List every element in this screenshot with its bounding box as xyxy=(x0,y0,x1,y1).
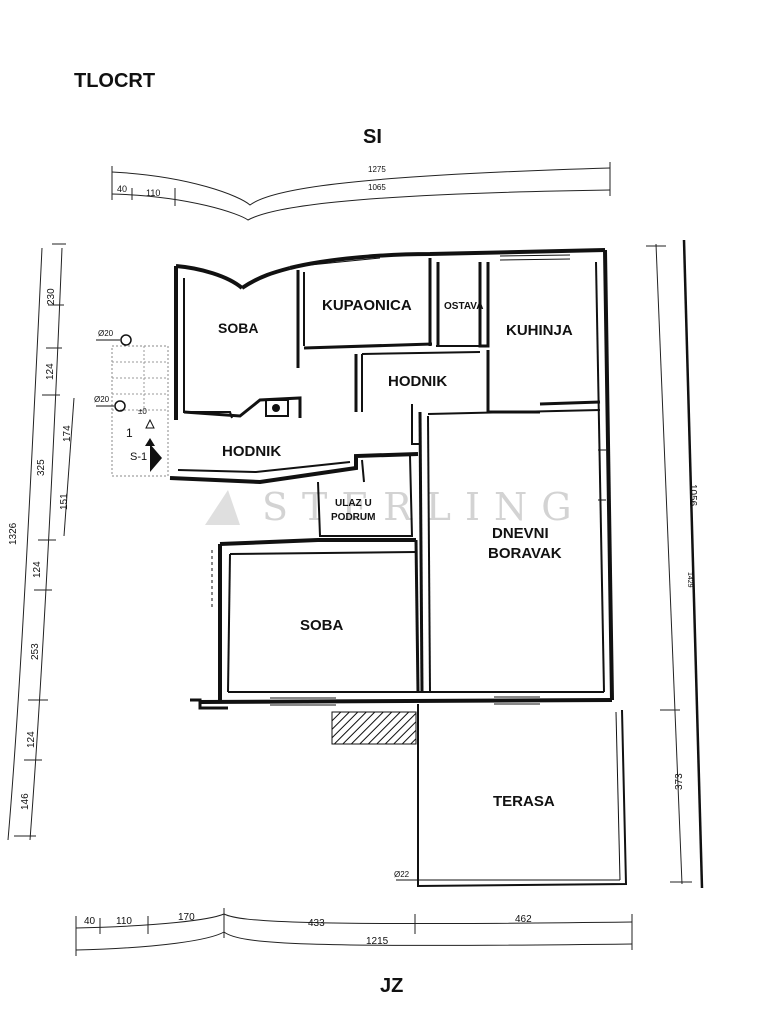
terrace xyxy=(331,704,628,888)
room-label-ulaz-line1: ULAZ U xyxy=(335,498,372,509)
room-label-terasa: TERASA xyxy=(493,793,555,810)
room-label-ulaz-line2: PODRUM xyxy=(331,512,375,523)
dim-left-124a: 124 xyxy=(45,363,56,380)
chimney-fixture xyxy=(265,399,289,417)
dim-top-1275: 1275 xyxy=(368,165,386,174)
dim-right-1429: 1429 xyxy=(686,572,693,588)
orientation-top: SI xyxy=(363,126,382,148)
dim-top-40: 40 xyxy=(117,184,127,194)
pipe-mark-1: Ø20 xyxy=(98,329,114,338)
dim-bottom-462: 462 xyxy=(515,914,532,925)
dim-right-373: 373 xyxy=(674,773,685,790)
dim-left-174: 174 xyxy=(62,425,73,442)
orientation-bottom: JZ xyxy=(380,975,403,997)
right-dimension-lines xyxy=(646,239,704,889)
dim-bottom-40: 40 xyxy=(84,916,96,927)
interior-walls xyxy=(183,258,601,693)
room-label-dnevni-line1: DNEVNI xyxy=(492,525,549,542)
bottom-dimension-lines xyxy=(75,908,633,956)
plan-title: TLOCRT xyxy=(74,70,155,92)
watermark-text: STERLING xyxy=(262,485,586,529)
dim-bottom-110: 110 xyxy=(116,916,132,927)
dim-bottom-170: 170 xyxy=(178,912,195,923)
top-dimension-lines xyxy=(111,162,611,221)
dim-left-253: 253 xyxy=(30,643,41,660)
dim-left-124c: 124 xyxy=(26,731,37,748)
dim-top-110: 110 xyxy=(146,188,160,198)
dim-left-230: 230 xyxy=(46,288,57,305)
left-dimension-labels: 230 124 325 174 151 124 253 124 146 1326 xyxy=(8,288,73,810)
dim-left-325: 325 xyxy=(36,459,47,476)
room-label-hodnik-upper: HODNIK xyxy=(388,373,447,390)
downspouts xyxy=(96,334,418,881)
exterior-walls xyxy=(169,248,614,710)
dim-top-1065: 1065 xyxy=(368,183,386,192)
windows xyxy=(211,254,606,706)
bottom-dimension-labels: 40 110 170 433 462 1215 xyxy=(84,912,532,947)
pipe-mark-3: Ø22 xyxy=(394,870,410,879)
dim-bottom-433: 433 xyxy=(308,918,325,929)
room-label-ostava: OSTAVA xyxy=(444,301,483,312)
dim-left-151: 151 xyxy=(59,493,70,510)
entrance-stairs xyxy=(111,345,169,477)
dim-bottom-1215: 1215 xyxy=(366,936,389,947)
room-label-kupaonica: KUPAONICA xyxy=(322,297,412,314)
room-label-hodnik-left: HODNIK xyxy=(222,443,281,460)
pipe-mark-2: Ø20 xyxy=(94,395,110,404)
level-mark: ±0 xyxy=(138,407,147,416)
stair-number: 1 xyxy=(126,426,133,440)
watermark: STERLING xyxy=(205,485,586,529)
room-labels: SOBA KUPAONICA OSTAVA KUHINJA HODNIK HOD… xyxy=(218,297,573,810)
room-label-soba-bottom: SOBA xyxy=(300,617,344,634)
section-mark: S-1 xyxy=(130,451,147,463)
dim-left-1326: 1326 xyxy=(8,522,19,545)
left-dimension-lines xyxy=(7,243,75,841)
dim-left-146: 146 xyxy=(20,793,31,810)
room-label-kuhinja: KUHINJA xyxy=(506,322,573,339)
room-label-soba-top: SOBA xyxy=(218,320,258,336)
room-label-dnevni-line2: BORAVAK xyxy=(488,545,562,562)
dim-left-124b: 124 xyxy=(32,561,43,578)
section-arrow-icon xyxy=(150,444,162,472)
dim-right-1056: 1056 xyxy=(687,484,698,507)
